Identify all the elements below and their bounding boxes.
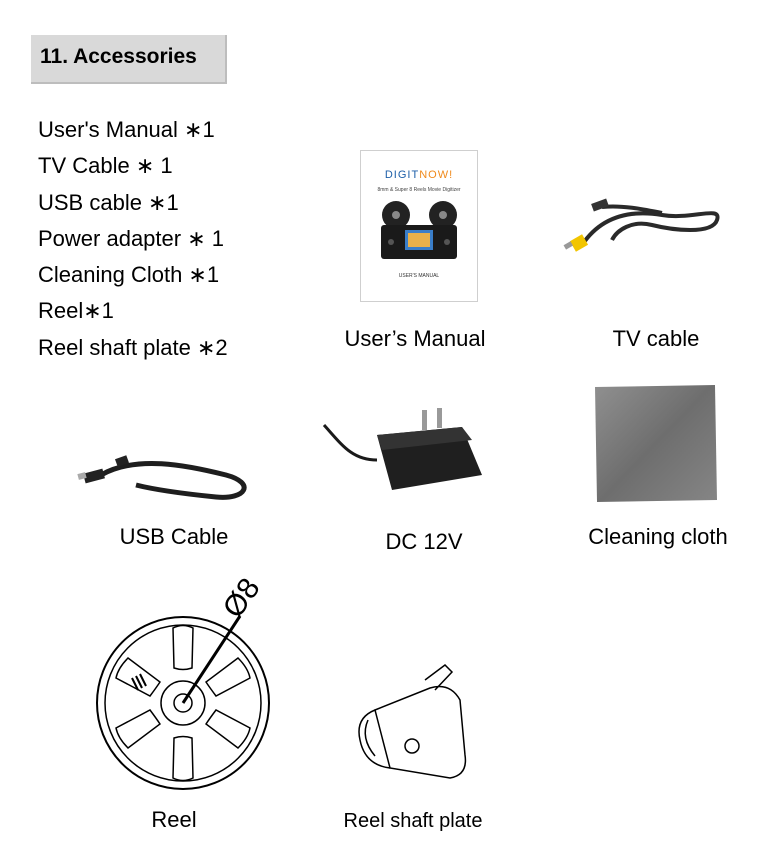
section-heading: 11. Accessories xyxy=(31,35,227,84)
caption-cleaning-cloth: Cleaning cloth xyxy=(588,524,728,549)
cleaning-cloth-image xyxy=(595,384,717,503)
caption-reel: Reel xyxy=(151,807,197,832)
list-item: USB cable ∗1 xyxy=(38,189,179,215)
reel-diagram: Ø8 xyxy=(96,578,270,790)
manual-footer: USER'S MANUAL xyxy=(398,273,440,279)
section-title: 11. Accessories xyxy=(40,45,197,68)
caption-reel-shaft-plate: Reel shaft plate xyxy=(343,810,483,832)
list-item: User's Manual ∗1 xyxy=(38,117,215,142)
digitizer-device-illustration xyxy=(381,201,457,259)
caption-usb-cable: USB Cable xyxy=(119,524,229,549)
users-manual-image: DIGITNOW! 8mm & Super 8 Reels Movie Digi… xyxy=(360,150,478,302)
reel-dimension-label: Ø8 xyxy=(217,578,267,624)
list-item: TV Cable ∗ 1 xyxy=(38,153,173,179)
usb-cable-image xyxy=(77,455,247,500)
caption-tv-cable: TV cable xyxy=(612,326,700,351)
caption-dc-adapter: DC 12V xyxy=(385,529,463,554)
list-item: Reel shaft plate ∗2 xyxy=(38,334,228,360)
manual-subtitle: 8mm & Super 8 Reels Movie Digitizer xyxy=(377,187,461,193)
accessory-list: User's Manual ∗1 TV Cable ∗ 1 USB cable … xyxy=(38,112,228,366)
reel-shaft-plate-image xyxy=(358,664,467,779)
caption-users-manual: User’s Manual xyxy=(344,326,486,351)
dc-adapter-image xyxy=(322,408,482,490)
list-item: Cleaning Cloth ∗1 xyxy=(38,262,220,288)
manual-brand-a: DIGIT xyxy=(384,169,420,181)
manual-brand-b: NOW! xyxy=(419,169,454,181)
list-item: Reel∗1 xyxy=(38,298,114,324)
list-item: Power adapter ∗ 1 xyxy=(38,225,224,251)
tv-cable-image xyxy=(563,198,720,252)
